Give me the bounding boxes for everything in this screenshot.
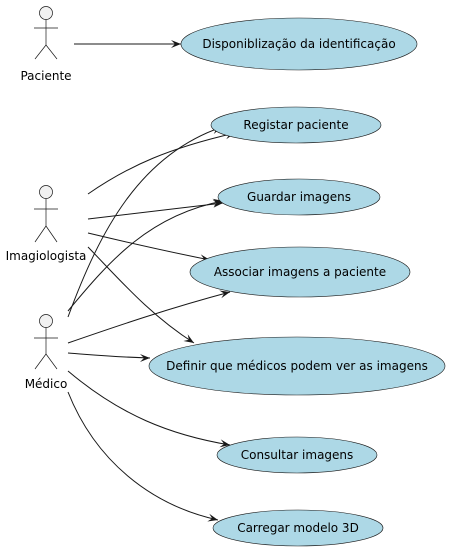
association-medico-registar — [67, 126, 223, 318]
association-imagiologista-registar — [87, 132, 236, 195]
use-case-guardar: Guardar imagens — [217, 178, 381, 216]
use-case-label: Consultar imagens — [241, 448, 354, 462]
use-case-label: Associar imagens a paciente — [214, 265, 386, 279]
use-case-definir: Definir que médicos podem ver as imagens — [148, 336, 446, 396]
use-case-label: Definir que médicos podem ver as imagens — [166, 359, 428, 373]
actor-label: Paciente — [20, 69, 71, 83]
use-case-label: Registar paciente — [243, 118, 348, 132]
arrowhead — [219, 290, 230, 299]
association-medico-definir — [67, 352, 151, 359]
use-case-label: Carregar modelo 3D — [237, 521, 359, 535]
association-imagiologista-associar — [87, 232, 211, 261]
association-medico-guardar — [67, 200, 224, 312]
actor-imagiologista: Imagiologista — [6, 185, 87, 263]
association-imagiologista-definir — [87, 246, 195, 344]
arrowhead — [183, 334, 194, 343]
association-imagiologista-guardar — [87, 202, 224, 220]
use-case-label: Guardar imagens — [247, 190, 351, 204]
use-case-carregar: Carregar modelo 3D — [212, 509, 384, 547]
actor-head — [39, 6, 53, 20]
association-medico-carregar — [67, 391, 219, 521]
use-case-consultar: Consultar imagens — [216, 436, 378, 474]
actor-label: Imagiologista — [6, 249, 87, 263]
association-medico-consultar — [67, 370, 231, 446]
arrowhead — [171, 40, 181, 48]
actor-medico: Médico — [25, 314, 68, 391]
actor-paciente: Paciente — [20, 6, 72, 83]
association-medico-associar — [67, 291, 231, 344]
actor-label: Médico — [25, 377, 68, 391]
actor-head — [39, 185, 53, 199]
use-case-associar: Associar imagens a paciente — [189, 246, 411, 298]
arrowhead — [219, 439, 230, 448]
use-case-label: Disponiblização da identificação — [202, 37, 395, 51]
use-case-registar: Registar paciente — [210, 106, 382, 144]
use-case-disponibilizacao: Disponiblização da identificação — [180, 17, 418, 71]
arrowhead — [140, 354, 150, 362]
actor-head — [39, 314, 53, 328]
arrowhead — [207, 513, 218, 522]
